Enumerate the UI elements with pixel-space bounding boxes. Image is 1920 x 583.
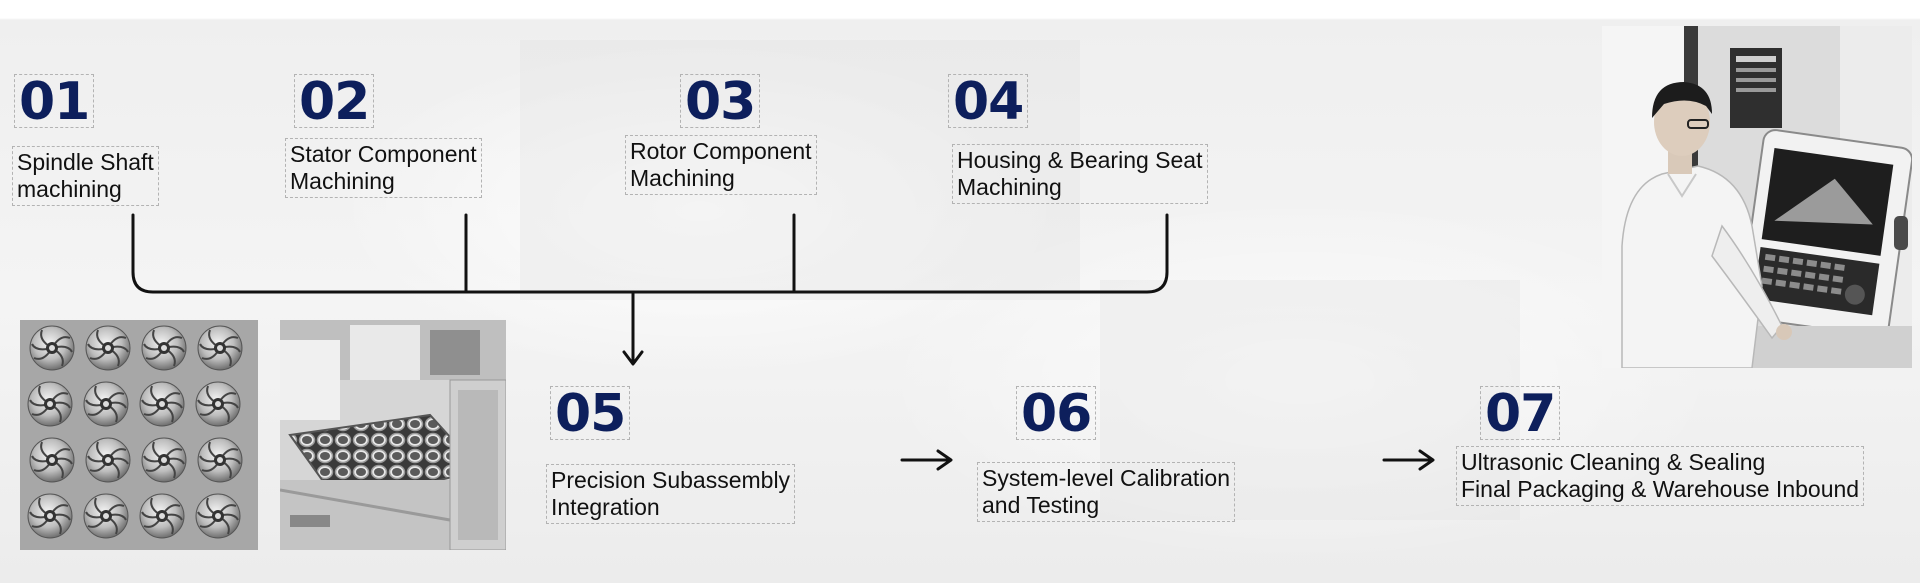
step-label-06-line2: and Testing [982, 492, 1100, 518]
step-number-05: 05 [550, 386, 631, 441]
step-label-07-line2: Final Packaging & Warehouse Inbound [1461, 476, 1860, 502]
connector-01 [131, 213, 634, 294]
step-label-07-line1: Ultrasonic Cleaning & Sealing [1461, 449, 1766, 475]
step-label-06-line1: System-level Calibration [982, 465, 1230, 491]
arrow-05-06-head [936, 449, 953, 471]
cnc-operator-image [1602, 26, 1912, 368]
step-number-07: 07 [1480, 386, 1561, 441]
step-label-06: System-level Calibration and Testing [977, 462, 1235, 522]
step-number-01: 01 [14, 74, 95, 129]
step-label-04-line1: Housing & Bearing Seat [957, 147, 1203, 173]
step-label-01-line2: machining [17, 176, 122, 202]
connector-04 [630, 213, 1169, 294]
arrow-06-07-head [1418, 449, 1435, 471]
step-number-04: 04 [948, 74, 1029, 129]
impeller-parts-image [20, 320, 258, 550]
step-label-03: Rotor Component Machining [625, 135, 817, 195]
step-label-01: Spindle Shaft machining [12, 146, 159, 206]
impeller-parts-photo [20, 320, 258, 550]
step-label-05: Precision Subassembly Integration [546, 464, 796, 524]
step-label-05-line2: Integration [551, 494, 660, 520]
cnc-operator-photo [1602, 26, 1912, 368]
step-label-05-line1: Precision Subassembly [551, 467, 791, 493]
crate-parts-photo [280, 320, 506, 550]
step-number-03: 03 [680, 74, 761, 129]
step-label-02: Stator Component Machining [285, 138, 482, 198]
step-label-04: Housing & Bearing Seat Machining [952, 144, 1208, 204]
step-label-07: Ultrasonic Cleaning & Sealing Final Pack… [1456, 446, 1865, 506]
crate-parts-image [280, 320, 506, 550]
step-label-01-line1: Spindle Shaft [17, 149, 154, 175]
arrow-down-head [622, 350, 644, 366]
background-panel [1100, 280, 1520, 520]
step-label-02-line2: Machining [290, 168, 395, 194]
step-number-02: 02 [294, 74, 375, 129]
step-label-04-line2: Machining [957, 174, 1062, 200]
step-label-02-line1: Stator Component [290, 141, 477, 167]
step-label-03-line2: Machining [630, 165, 735, 191]
background-panel [520, 40, 1080, 300]
step-label-03-line1: Rotor Component [630, 138, 812, 164]
step-number-06: 06 [1016, 386, 1097, 441]
